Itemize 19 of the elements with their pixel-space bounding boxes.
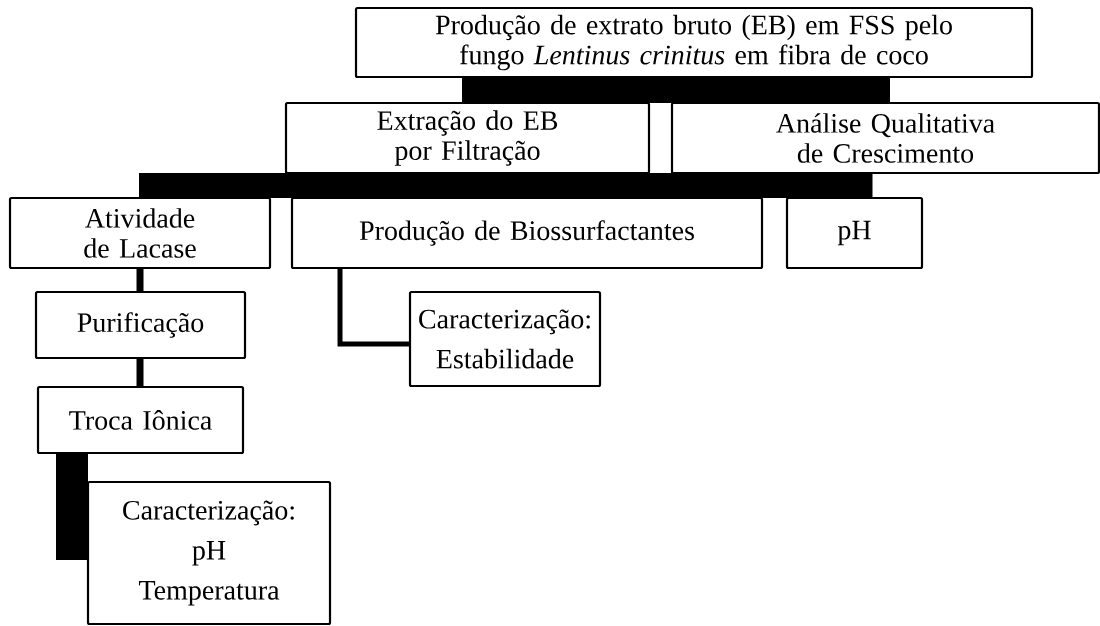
process-box: Produção de Biossurfactantes [290, 196, 764, 270]
connector-bar [136, 358, 144, 387]
process-box: Produção de extrato bruto (EB) em FSS pelo fungo Lentinus crinitus em fibra de coco [354, 6, 1034, 79]
process-box: Análise Qualitativa de Crescimento [670, 101, 1100, 175]
process-box: Extração do EB por Filtração [284, 101, 651, 175]
connector-bar [384, 173, 628, 198]
connector-bar [56, 453, 88, 560]
process-box: Atividade de Lacase [8, 196, 272, 270]
connector-bar [627, 172, 873, 199]
connector-bar [676, 77, 890, 103]
process-box: pH [785, 196, 924, 270]
connector-bar [139, 173, 385, 198]
process-box: Caracterização: Estabilidade [408, 290, 602, 388]
connector-bar [462, 77, 676, 103]
process-box: Troca Iônica [36, 385, 245, 455]
connector-bar [337, 268, 410, 347]
process-box: Caracterização: pH Temperatura [86, 480, 332, 626]
process-box: Purificação [34, 290, 247, 360]
connector-bar [136, 268, 144, 292]
